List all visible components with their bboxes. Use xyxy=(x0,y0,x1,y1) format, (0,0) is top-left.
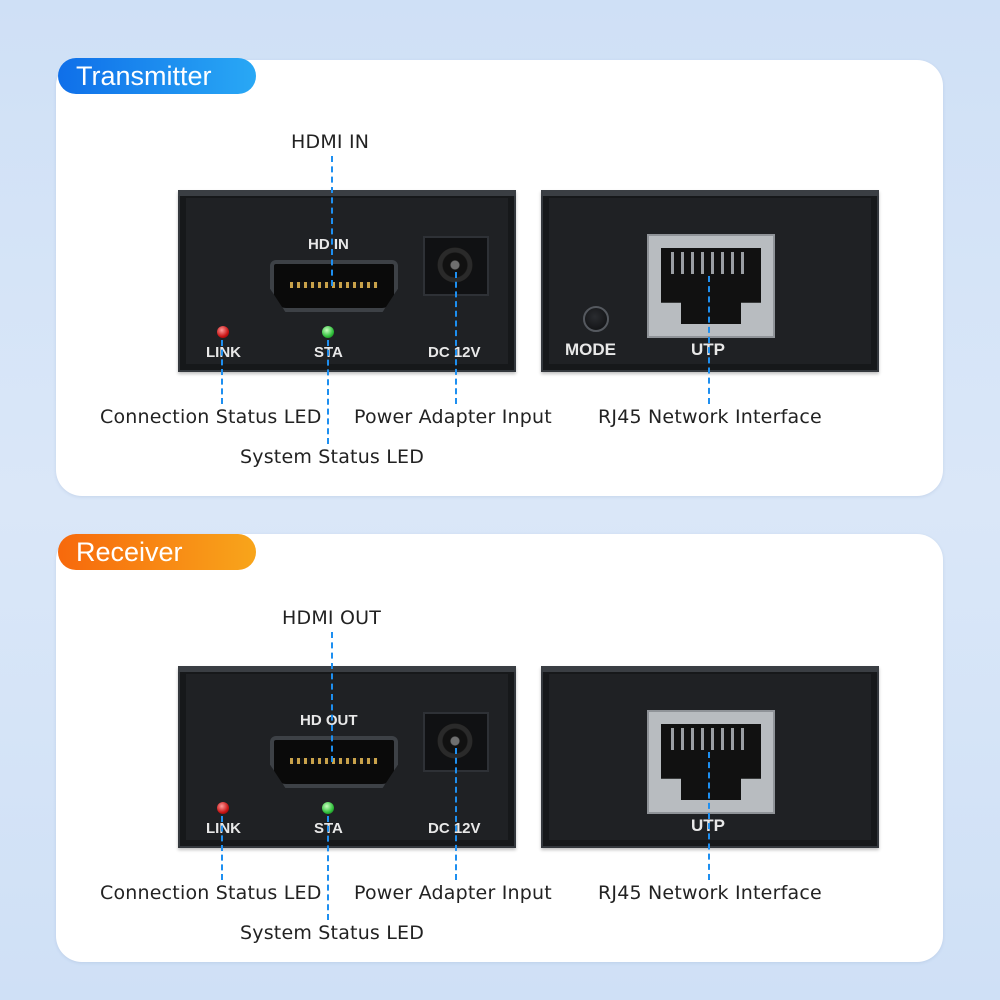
link-silk: LINK xyxy=(206,344,241,361)
hdmi-in-label: HDMI IN xyxy=(291,131,370,153)
rj45-port-icon xyxy=(647,234,775,338)
callout-power xyxy=(455,272,457,404)
callout-rj45 xyxy=(708,752,710,880)
hdmi-silk: HD IN xyxy=(308,236,349,253)
transmitter-title: Transmitter xyxy=(58,58,256,94)
mode-button-icon xyxy=(583,306,609,332)
mode-silk: MODE xyxy=(565,340,616,359)
link-silk: LINK xyxy=(206,820,241,837)
rj45-label: RJ45 Network Interface xyxy=(598,406,822,428)
connection-led-label: Connection Status LED xyxy=(100,882,322,904)
sta-led-icon xyxy=(322,326,334,338)
callout-sta-led xyxy=(327,816,329,920)
link-led-icon xyxy=(217,326,229,338)
callout-rj45 xyxy=(708,276,710,404)
hdmi-port-icon xyxy=(270,260,398,312)
receiver-title: Receiver xyxy=(58,534,256,570)
link-led-icon xyxy=(217,802,229,814)
callout-link-led xyxy=(221,816,223,880)
receiver-back-panel: UTP xyxy=(541,666,879,848)
power-input-label: Power Adapter Input xyxy=(354,882,552,904)
callout-hdmi-in xyxy=(331,156,333,286)
callout-link-led xyxy=(221,340,223,404)
hdmi-out-label: HDMI OUT xyxy=(282,607,382,629)
transmitter-front-panel: HD IN LINK STA DC 12V xyxy=(178,190,516,372)
rj45-port-icon xyxy=(647,710,775,814)
transmitter-back-panel: MODE UTP xyxy=(541,190,879,372)
connection-led-label: Connection Status LED xyxy=(100,406,322,428)
dc-silk: DC 12V xyxy=(428,344,481,361)
callout-sta-led xyxy=(327,340,329,444)
dc-silk: DC 12V xyxy=(428,820,481,837)
system-led-label: System Status LED xyxy=(240,922,425,944)
hdmi-port-icon xyxy=(270,736,398,788)
sta-led-icon xyxy=(322,802,334,814)
hdmi-silk: HD OUT xyxy=(300,712,358,729)
callout-hdmi-out xyxy=(331,632,333,762)
dc-jack-icon xyxy=(423,236,489,296)
receiver-front-panel: HD OUT LINK STA DC 12V xyxy=(178,666,516,848)
system-led-label: System Status LED xyxy=(240,446,425,468)
power-input-label: Power Adapter Input xyxy=(354,406,552,428)
rj45-label: RJ45 Network Interface xyxy=(598,882,822,904)
callout-power xyxy=(455,748,457,880)
